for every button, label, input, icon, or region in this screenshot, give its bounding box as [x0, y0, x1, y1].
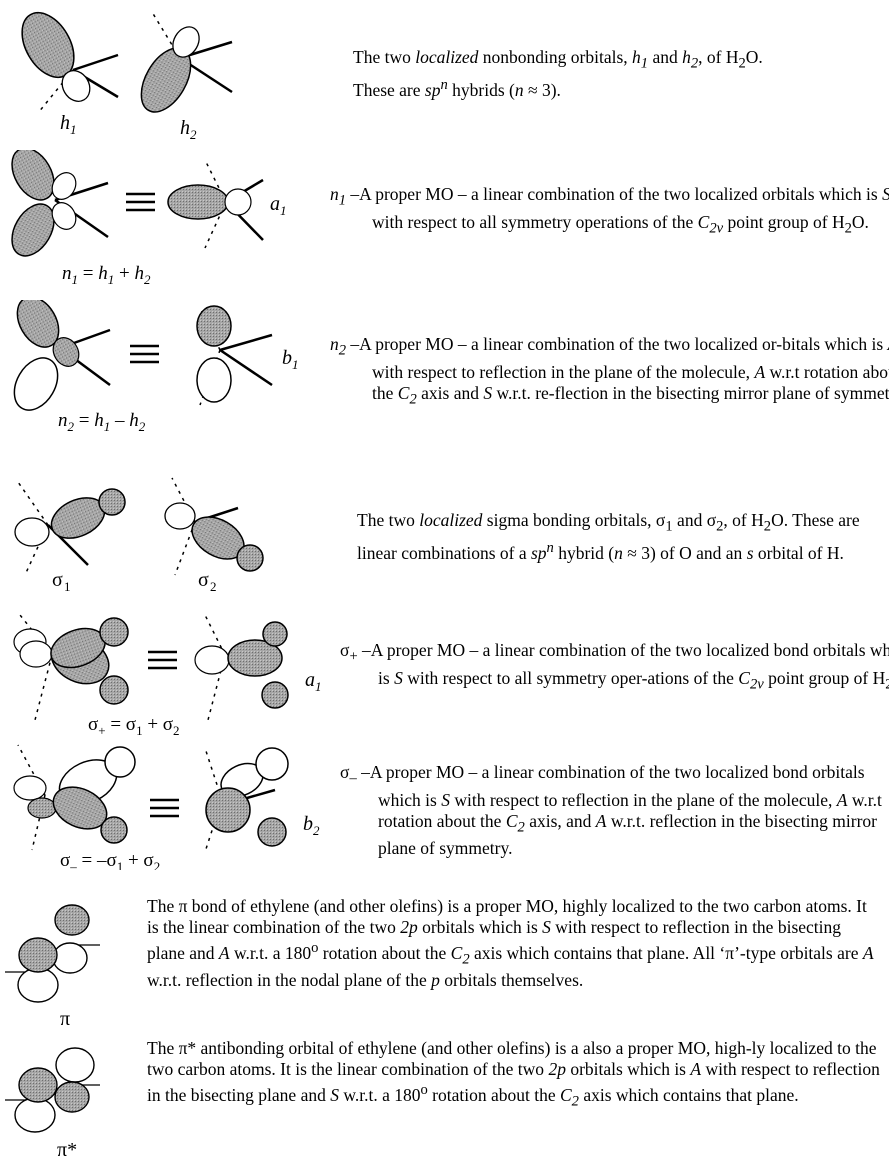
- n1-left-drawing: [11, 150, 109, 257]
- row-sigma-plus: a 1 σ+ = σ1 + σ2 σ+ –A proper MO – a lin…: [0, 610, 889, 740]
- sigma-minus-left-drawing: [13, 744, 136, 851]
- sigma-minus-symmetry-label-sub: 2: [313, 823, 320, 838]
- pi-star-orbital-drawing: [5, 1047, 100, 1133]
- n2-symmetry-label: b: [282, 347, 292, 369]
- row-pi: π The π bond of ethylene (and other olef…: [0, 890, 889, 1030]
- row-n2: b 1 n2 = h1 – h2 n2 –A proper MO – a lin…: [0, 300, 889, 440]
- h2-orbital-drawing: [140, 11, 233, 113]
- sigma-minus-right-drawing: [204, 747, 289, 853]
- n1-symmetry-label: a: [270, 193, 280, 215]
- pi-orbital-drawing: [5, 904, 100, 1003]
- sigma1-label: σ: [52, 569, 63, 591]
- equivalence-symbol-2: [130, 344, 159, 364]
- sigma-minus-figure: b 2 σ– = –σ1 + σ2: [13, 744, 320, 870]
- h-description: The two localized nonbonding orbitals, h…: [353, 47, 763, 100]
- n1-description: n1 –A proper MO – a linear combination o…: [330, 184, 889, 236]
- sigma-minus-symmetry-label: b: [303, 813, 313, 835]
- n1-equation: n1 = h1 + h2: [62, 263, 151, 287]
- sigma1-orbital-drawing: [14, 481, 126, 576]
- n2-symmetry-label-sub: 1: [292, 357, 299, 372]
- sigma2-label: σ: [198, 569, 209, 591]
- n2-left-drawing: [13, 300, 111, 411]
- sigma-plus-symmetry-label-sub: 1: [315, 679, 322, 694]
- row-pi-star: π* The π* antibonding orbital of ethylen…: [0, 1035, 889, 1165]
- h2-label-sub: 2: [190, 127, 197, 140]
- pi-star-figure: π*: [5, 1047, 100, 1161]
- pi-figure: π: [5, 904, 100, 1030]
- n2-right-drawing: [196, 305, 273, 406]
- h1-label: h: [60, 112, 70, 134]
- n2-figure: b 1 n2 = h1 – h2: [13, 300, 299, 434]
- sigma-plus-left-drawing: [13, 614, 129, 721]
- equivalence-symbol-4: [150, 798, 179, 818]
- row-localized-sigma: σ 1 σ 2 The two localized sigma bonding …: [0, 470, 889, 595]
- sigma-minus-equation: σ– = –σ1 + σ2: [60, 850, 160, 870]
- pi-label: π: [60, 1008, 70, 1030]
- sigma2-label-sub: 2: [210, 579, 217, 594]
- pi-star-label: π*: [57, 1139, 77, 1161]
- n1-symmetry-label-sub: 1: [280, 203, 287, 218]
- row-n1: a 1 n1 = h1 + h2 n1 –A proper MO – a lin…: [0, 150, 889, 290]
- sigma-minus-description: σ– –A proper MO – a linear combination o…: [340, 762, 882, 858]
- sigma-plus-equation: σ+ = σ1 + σ2: [88, 714, 180, 738]
- sigma2-orbital-drawing: [164, 477, 264, 576]
- h1-orbital-drawing: [21, 12, 119, 114]
- sigma-plus-description: σ+ –A proper MO – a linear combination o…: [340, 640, 889, 692]
- sigma-plus-right-drawing: [194, 614, 289, 721]
- n2-equation: n2 = h1 – h2: [58, 410, 146, 434]
- h1-label-sub: 1: [70, 122, 77, 137]
- sigma-orbitals-figure: σ 1 σ 2: [14, 477, 264, 594]
- h-orbitals-figure: h 1 h 2: [21, 11, 233, 140]
- h2-label: h: [180, 117, 190, 139]
- n1-figure: a 1 n1 = h1 + h2: [11, 150, 287, 287]
- n2-description: n2 –A proper MO – a linear combination o…: [330, 334, 889, 407]
- equivalence-symbol-3: [148, 650, 177, 670]
- equivalence-symbol: [126, 192, 155, 212]
- sigma1-label-sub: 1: [64, 579, 71, 594]
- sigma-plus-symmetry-label: a: [305, 669, 315, 691]
- row-localized-nonbonding: h 1 h 2 The two localized nonbonding orb…: [0, 0, 889, 140]
- pi-description: The π bond of ethylene (and other olefin…: [147, 896, 874, 991]
- sigma-plus-figure: a 1 σ+ = σ1 + σ2: [13, 614, 322, 738]
- n1-right-drawing: [167, 159, 264, 249]
- pi-star-description: The π* antibonding orbital of ethylene (…: [147, 1038, 880, 1110]
- sigma-description: The two localized sigma bonding orbitals…: [357, 510, 860, 563]
- row-sigma-minus: b 2 σ– = –σ1 + σ2 σ– –A proper MO – a li…: [0, 740, 889, 870]
